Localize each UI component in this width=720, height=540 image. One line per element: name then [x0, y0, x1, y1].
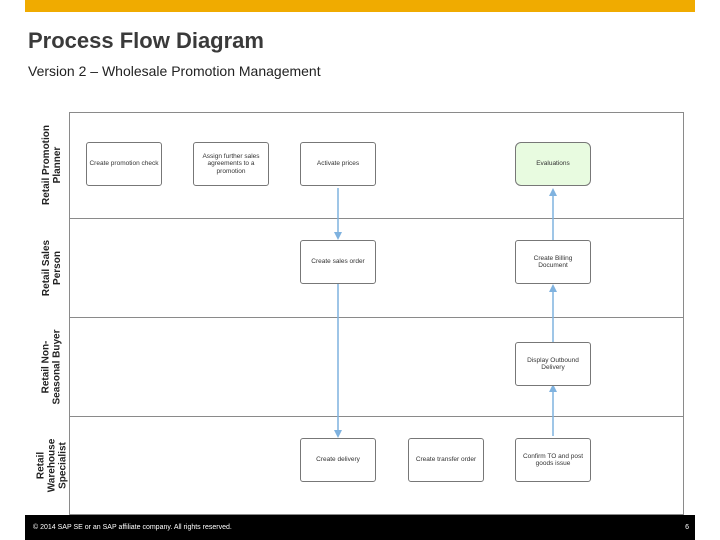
- diagram-lines: [69, 112, 684, 515]
- copyright-text: © 2014 SAP SE or an SAP affiliate compan…: [33, 524, 232, 531]
- process-flow-diagram: Create promotion check Assign further sa…: [69, 112, 684, 515]
- top-accent-bar: [25, 0, 695, 12]
- footer-bar: © 2014 SAP SE or an SAP affiliate compan…: [25, 515, 695, 540]
- lane-label-text: Retail Sales Person: [41, 239, 63, 296]
- lane-label-warehouse-specialist: Retail Warehouse Specialist: [35, 416, 69, 515]
- step-confirm-to-goods-issue: Confirm TO and post goods issue: [515, 438, 591, 482]
- step-create-sales-order: Create sales order: [300, 240, 376, 284]
- diagram-border: [69, 112, 684, 515]
- page-title: Process Flow Diagram: [28, 28, 264, 53]
- step-display-outbound-delivery: Display Outbound Delivery: [515, 342, 591, 386]
- page-number: 6: [685, 524, 689, 531]
- step-assign-sales-agreements: Assign further sales agreements to a pro…: [193, 142, 269, 186]
- page-subtitle: Version 2 – Wholesale Promotion Manageme…: [28, 63, 321, 79]
- lane-label-sales-person: Retail Sales Person: [35, 218, 69, 317]
- lane-label-text: Retail Non- Seasonal Buyer: [41, 328, 64, 405]
- step-activate-prices: Activate prices: [300, 142, 376, 186]
- lane-label-promotion-planner: Retail Promotion Planner: [35, 112, 69, 218]
- step-create-billing-document: Create Billing Document: [515, 240, 591, 284]
- lane-label-non-seasonal-buyer: Retail Non- Seasonal Buyer: [35, 317, 69, 416]
- swimlane-grid: [69, 112, 684, 515]
- lane-label-text: Retail Warehouse Specialist: [35, 438, 69, 493]
- lane-label-text: Retail Promotion Planner: [41, 124, 64, 206]
- step-create-delivery: Create delivery: [300, 438, 376, 482]
- step-create-transfer-order: Create transfer order: [408, 438, 484, 482]
- flow-arrows: [334, 188, 557, 438]
- swimlane-labels: Retail Promotion Planner Retail Sales Pe…: [35, 112, 69, 515]
- step-create-promotion-check: Create promotion check: [86, 142, 162, 186]
- event-evaluations: Evaluations: [515, 142, 591, 186]
